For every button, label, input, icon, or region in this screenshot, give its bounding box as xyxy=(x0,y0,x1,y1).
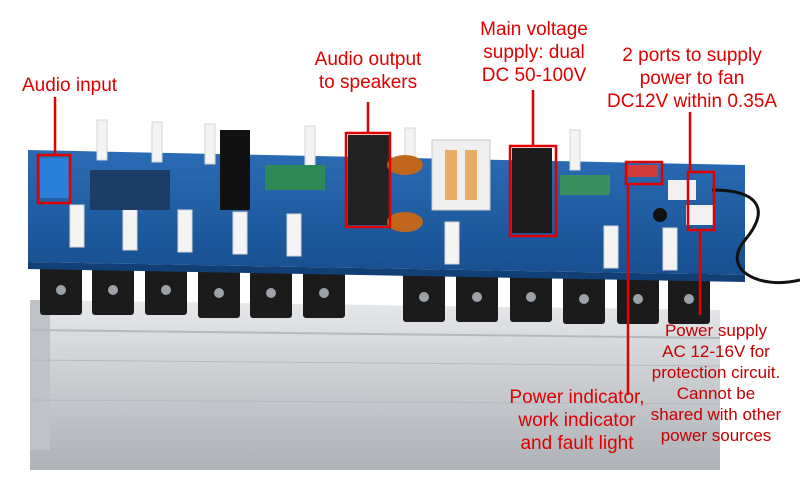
power-transistors xyxy=(40,265,710,324)
label-audio-input: Audio input xyxy=(22,75,118,96)
board-components xyxy=(40,130,714,233)
label-protection-supply: Power supply AC 12-16V for protection ci… xyxy=(650,321,782,445)
label-fan-ports: 2 ports to supply power to fan DC12V wit… xyxy=(606,45,778,112)
ceramic-spacers xyxy=(69,119,678,271)
pointer-lines xyxy=(53,90,702,395)
fan-wires xyxy=(711,188,800,285)
heatsink xyxy=(29,300,721,470)
transistor-screws xyxy=(56,285,694,304)
label-main-voltage: Main voltage supply: dual DC 50-100V xyxy=(480,19,588,86)
label-indicators: Power indicator, work indicator and faul… xyxy=(509,387,645,454)
label-audio-output: Audio output to speakers xyxy=(314,49,422,93)
